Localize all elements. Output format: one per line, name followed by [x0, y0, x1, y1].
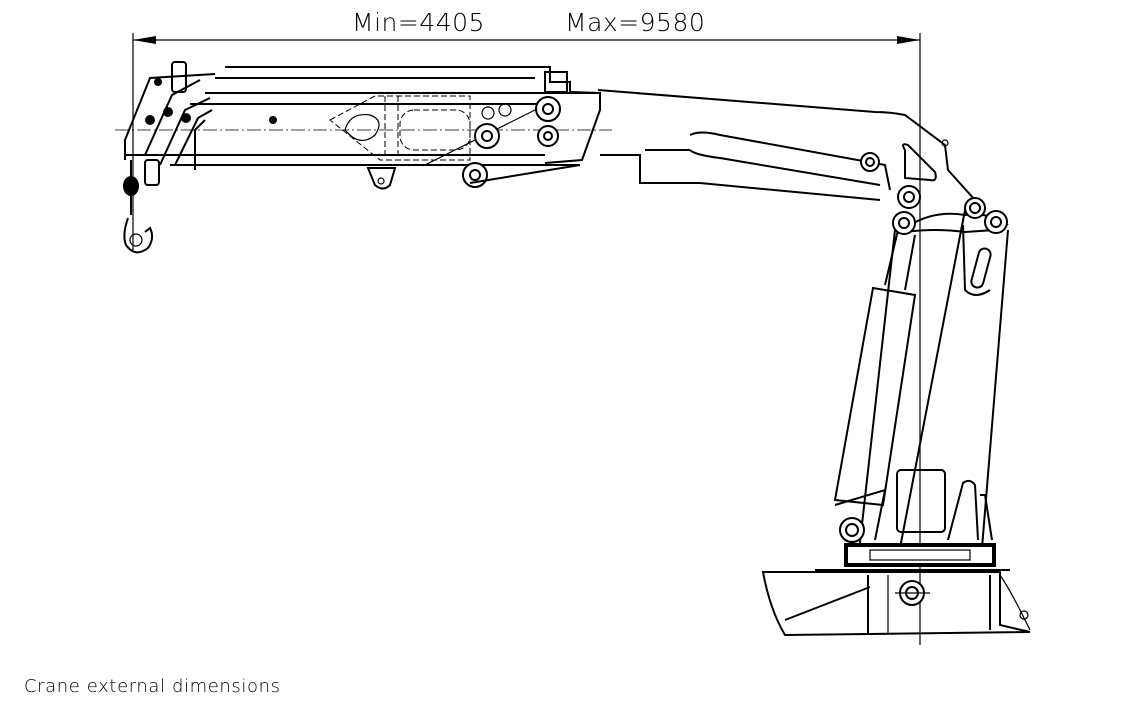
drawing-caption: Crane external dimensions — [24, 676, 281, 697]
min-dimension-label: Min=4405 — [352, 8, 485, 37]
crane-base — [761, 543, 1031, 637]
inner-boom — [469, 89, 976, 201]
telescopic-boom — [115, 61, 612, 190]
crane-column — [833, 185, 1009, 561]
hook — [123, 160, 154, 254]
max-dimension-label: Max=9580 — [565, 8, 705, 37]
dimension-line — [132, 33, 921, 645]
